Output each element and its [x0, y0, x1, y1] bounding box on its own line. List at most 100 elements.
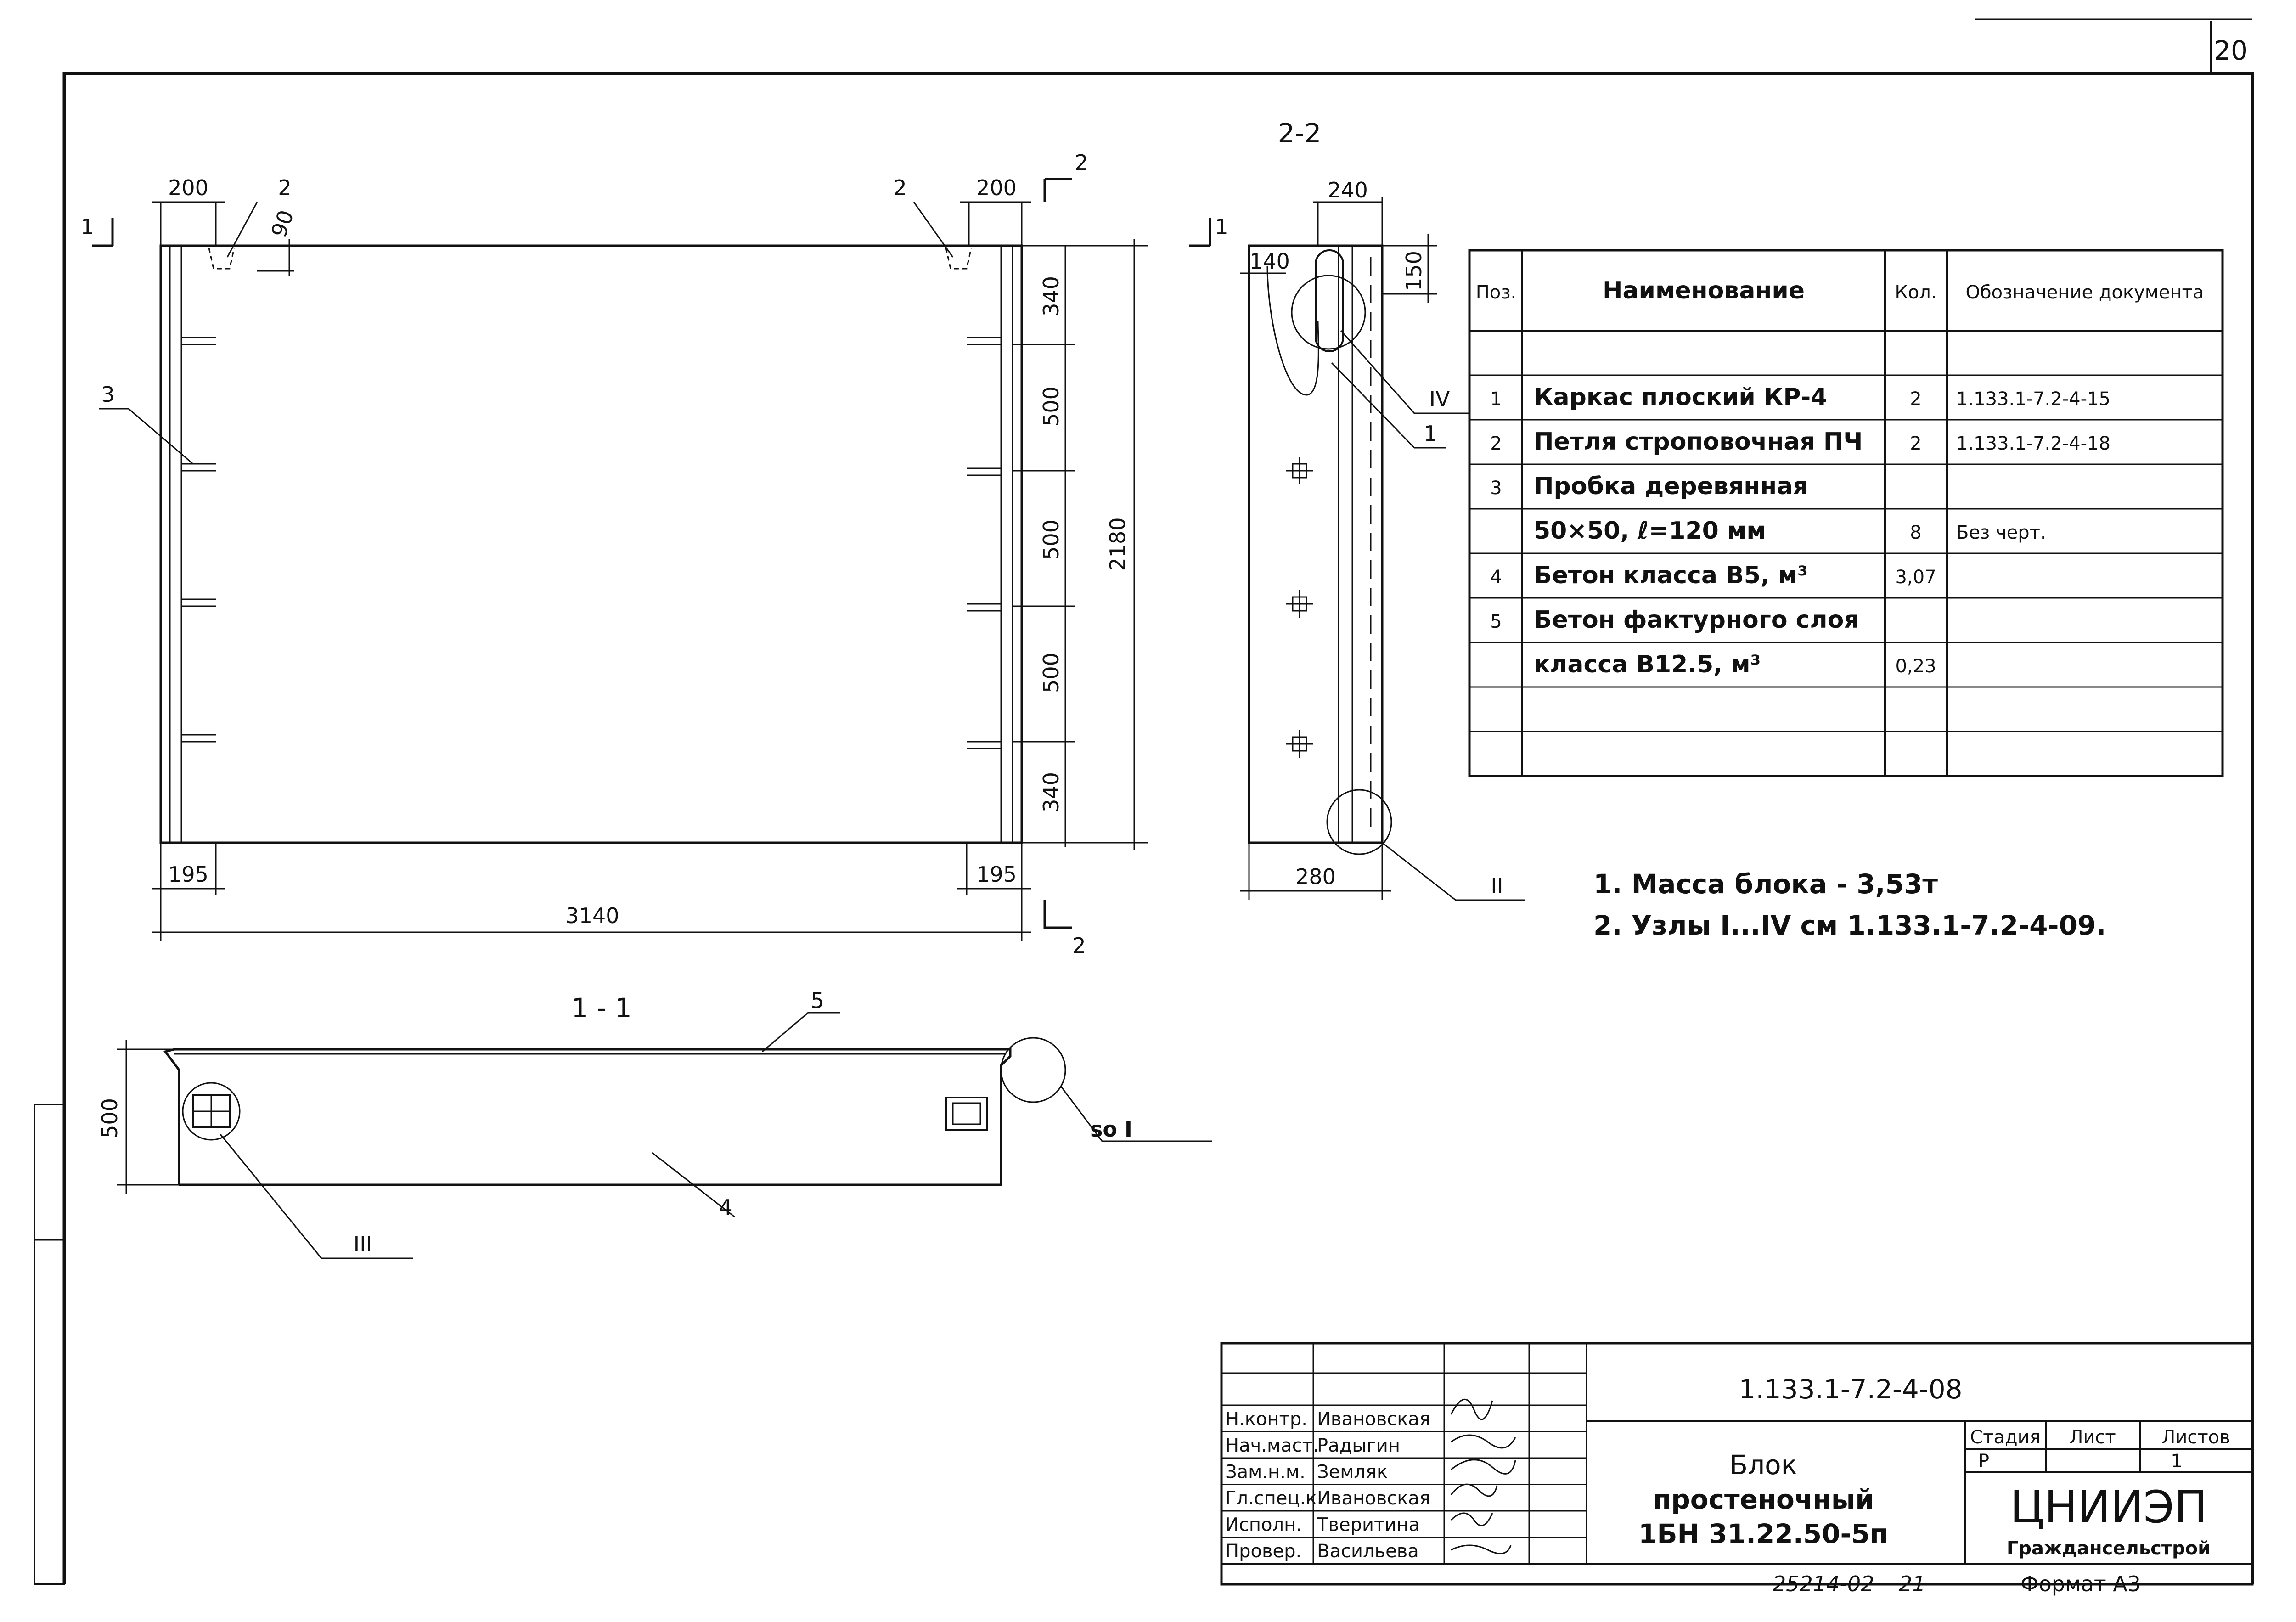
dim-150: 150 — [1401, 251, 1426, 291]
spec-cell-r6-c1: Бетон фактурного слоя — [1534, 606, 1859, 634]
spec-header-pos: Поз. — [1476, 282, 1517, 303]
inventory-page: 21 — [1899, 1571, 1926, 1596]
sheets-header: Листов — [2161, 1427, 2230, 1448]
callout-2-left: 2 — [278, 175, 291, 200]
title-line-3: 1БН 31.22.50-5п — [1638, 1518, 1888, 1549]
spec-cell-r5-c2: 3,07 — [1895, 567, 1936, 588]
spec-cell-r1-c3: 1.133.1-7.2-4-15 — [1956, 389, 2110, 410]
signature-role: Гл.спец.к. — [1225, 1488, 1322, 1509]
spec-cell-r3-c0: 3 — [1490, 478, 1502, 499]
callout-IV: IV — [1429, 387, 1450, 411]
dim-500-a: 500 — [1039, 386, 1064, 427]
spec-cell-r4-c1: 50×50, ℓ=120 мм — [1534, 517, 1766, 545]
section-2-2-title: 2-2 — [1278, 118, 1322, 149]
spec-cell-r1-c1: Каркас плоский КР-4 — [1534, 383, 1827, 411]
signature-role: Н.контр. — [1225, 1409, 1307, 1430]
signature-scribbles — [1450, 1399, 1516, 1554]
dim-200-right: 200 — [976, 175, 1017, 200]
notes: 1. Масса блока - 3,53т 2. Узлы I...IV см… — [1593, 868, 2106, 941]
callout-II: II — [1491, 873, 1503, 898]
signature-role: Провер. — [1225, 1541, 1301, 1562]
cut-mark-1-right: 1 — [1215, 214, 1228, 239]
spec-cell-r3-c1: Пробка деревянная — [1534, 473, 1808, 500]
paper-format: Формат А3 — [2020, 1571, 2141, 1596]
sheet-frame — [34, 18, 2254, 1585]
document-designation: 1.133.1-7.2-4-08 — [1739, 1374, 1962, 1405]
signature-name: Васильева — [1317, 1541, 1419, 1562]
side-view-labels: 240 140 150 280 IV 1 II 1 — [1215, 178, 1503, 898]
dim-90: 90 — [266, 207, 299, 240]
signature-name: Ивановская — [1317, 1488, 1430, 1509]
spec-header-qty: Кол. — [1895, 282, 1936, 303]
spec-table: Поз. Наименование Кол. Обозначение докум… — [1468, 249, 2224, 777]
dim-240: 240 — [1328, 178, 1368, 203]
spec-cell-r5-c0: 4 — [1490, 567, 1502, 588]
signature-role: Нач.маст. — [1225, 1435, 1319, 1456]
title-block: Н.контр. Ивановская Нач.маст.РадыгинЗам.н.… — [1220, 1342, 2254, 1586]
callout-1: 1 — [1424, 421, 1437, 446]
dim-3140: 3140 — [565, 903, 619, 928]
note-2: 2. Узлы I...IV см 1.133.1-7.2-4-09. — [1593, 910, 2106, 941]
dim-195-right: 195 — [976, 862, 1017, 887]
signature-name: Земляк — [1317, 1462, 1388, 1483]
spec-cell-r1-c0: 1 — [1490, 389, 1502, 410]
title-line-2: простеночный — [1653, 1484, 1874, 1515]
callout-III: III — [354, 1232, 372, 1256]
inventory-number: 25214-02 — [1773, 1571, 1874, 1596]
cut-mark-2-bottom: 2 — [1072, 933, 1086, 958]
spec-header-name: Наименование — [1603, 277, 1805, 304]
dim-340-bottom: 340 — [1039, 772, 1064, 812]
spec-cell-r6-c0: 5 — [1490, 611, 1502, 632]
sheet-number: 20 — [2214, 35, 2248, 66]
spec-cell-r2-c2: 2 — [1910, 433, 1921, 454]
spec-cell-r7-c2: 0,23 — [1895, 656, 1936, 677]
title-line-1: Блок — [1729, 1449, 1797, 1481]
callout-4: 4 — [719, 1195, 732, 1220]
dim-500-c: 500 — [1039, 653, 1064, 693]
plan-view — [92, 178, 1148, 941]
signature-name: Радыгин — [1317, 1435, 1400, 1456]
dim-280: 280 — [1295, 864, 1336, 889]
spec-cell-r4-c2: 8 — [1910, 522, 1921, 543]
note-1: 1. Масса блока - 3,53т — [1593, 868, 1938, 900]
spec-cell-r5-c1: Бетон класса В5, м³ — [1534, 562, 1808, 589]
stage-value: Р — [1978, 1451, 1989, 1472]
signature-rows: Н.контр. Ивановская Нач.маст.РадыгинЗам.н.… — [1225, 1409, 1430, 1562]
signature-role: Зам.н.м. — [1225, 1462, 1306, 1483]
signature-role: Исполн. — [1225, 1515, 1302, 1536]
spec-cell-r2-c1: Петля строповочная ПЧ — [1534, 428, 1863, 456]
side-view — [1189, 197, 1525, 901]
signature-name: Тверитина — [1317, 1515, 1420, 1536]
dim-340-top: 340 — [1039, 276, 1064, 316]
dim-200-left: 200 — [168, 175, 208, 200]
spec-cell-r1-c2: 2 — [1910, 389, 1921, 410]
spec-cell-r2-c0: 2 — [1490, 433, 1502, 454]
dim-500-section: 500 — [97, 1098, 122, 1138]
dim-140: 140 — [1249, 249, 1290, 274]
callout-I: so I — [1090, 1117, 1132, 1142]
section-1-1-title: 1 - 1 — [571, 992, 632, 1024]
spec-cell-r2-c3: 1.133.1-7.2-4-18 — [1956, 433, 2110, 454]
spec-header-doc: Обозначение документа — [1966, 282, 2204, 303]
section-1-1-labels: 5 4 III so I 500 — [97, 988, 1132, 1256]
plan-dimension-labels: 200 200 90 195 195 3140 2180 340 500 500… — [80, 150, 1130, 958]
dim-500-b: 500 — [1039, 519, 1064, 560]
callout-5: 5 — [810, 988, 824, 1013]
stage-header: Стадия — [1970, 1427, 2040, 1448]
callout-3: 3 — [101, 382, 114, 407]
wooden-plugs-left — [181, 337, 216, 743]
cut-mark-2-top: 2 — [1075, 150, 1088, 175]
sheet-header: Лист — [2069, 1427, 2116, 1448]
dim-195-left: 195 — [168, 862, 208, 887]
organization-logo: ЦНИИЭП — [2010, 1481, 2207, 1533]
section-1-1-view — [117, 1012, 1212, 1259]
cut-mark-1-left: 1 — [80, 214, 94, 239]
spec-cell-r7-c1: класса В12.5, м³ — [1534, 651, 1761, 678]
sheets-value: 1 — [2171, 1451, 2182, 1472]
dim-2180: 2180 — [1105, 517, 1130, 571]
spec-cell-r4-c3: Без черт. — [1956, 522, 2046, 543]
callout-2-right: 2 — [893, 175, 906, 200]
organization-name: Граждансельстрой — [2007, 1538, 2211, 1559]
